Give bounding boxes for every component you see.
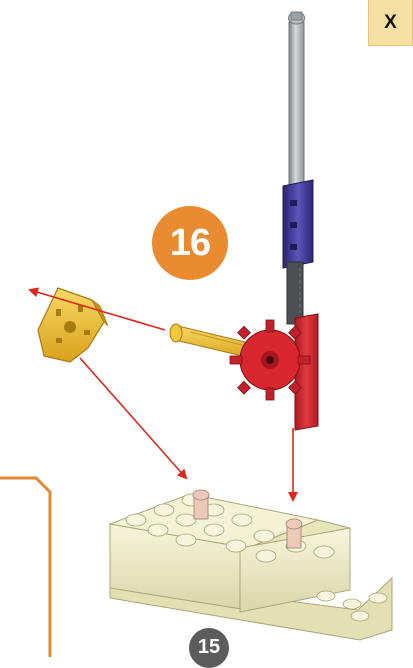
close-tab[interactable]: X	[368, 0, 413, 46]
yellow-connector	[38, 288, 108, 362]
peg-left	[193, 490, 209, 519]
peg-right	[286, 519, 302, 548]
dark-rod-segment	[287, 262, 303, 324]
red-gear-connector	[230, 314, 318, 430]
grey-rod	[289, 12, 305, 192]
callout-frame	[0, 478, 50, 657]
purple-connector	[283, 180, 313, 268]
brick-base	[110, 490, 392, 640]
step-number-badge: 16	[152, 206, 228, 280]
previous-step-badge: 15	[189, 628, 229, 668]
